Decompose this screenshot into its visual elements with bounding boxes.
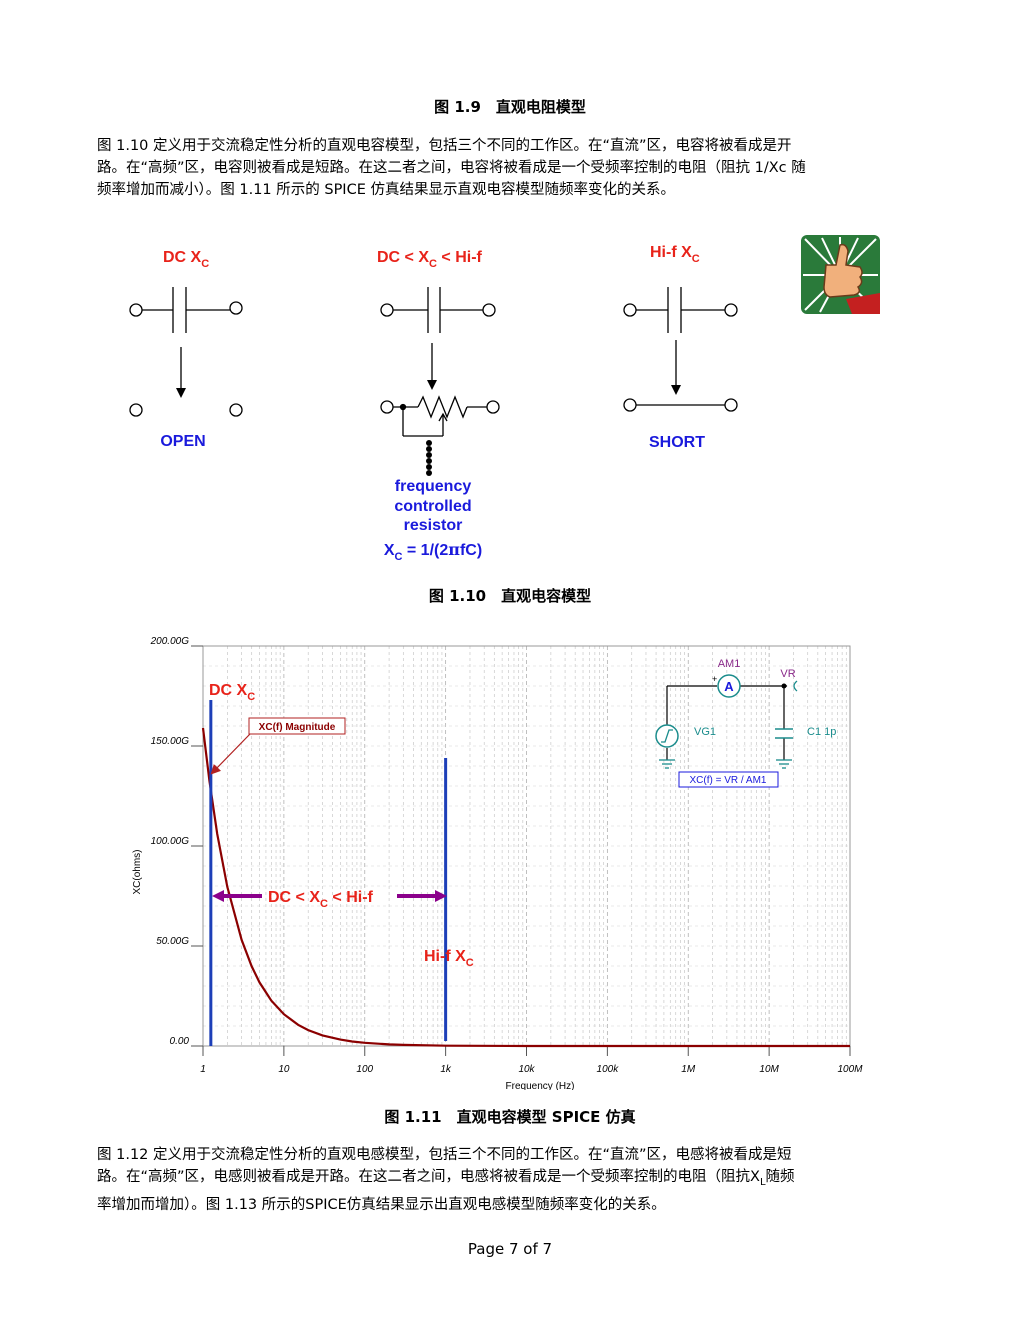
- page-number: Page 7 of 7: [467, 1240, 553, 1258]
- xc-formula: XC = 1/(2πfC): [384, 540, 482, 563]
- x-axis-ticks: 1 10 100 1k 10k 100k 1M 10M 100M: [200, 1046, 863, 1075]
- ground-symbol-right: [776, 759, 792, 769]
- figure-1-9-caption: 图 1.9 直观电阻模型: [434, 98, 586, 116]
- paragraph-capacitor-model: 图 1.10 定义用于交流稳定性分析的直观电容模型，包括三个不同的工作区。在“直…: [97, 135, 927, 201]
- dc-xc-label: DC XC: [163, 249, 209, 270]
- paragraph-line: 路。在“高频”区，电容则被看成是短路。在这二者之间，电容将被看成是一个受频率控制…: [97, 160, 806, 176]
- figure-1-11-caption: 图 1.11 直观电容模型 SPICE 仿真: [384, 1108, 636, 1126]
- paragraph-line: 图 1.10 定义用于交流稳定性分析的直观电容模型，包括三个不同的工作区。在“直…: [97, 138, 792, 154]
- ground-symbol-left: [659, 759, 675, 769]
- vr-label: VR: [780, 668, 795, 680]
- dc-capacitor-symbol: [129, 287, 243, 333]
- y-tick-label: 0.00: [170, 1036, 190, 1047]
- ammeter-symbol: [717, 674, 741, 698]
- y-tick-label: 200.00G: [150, 636, 190, 647]
- control-dots: [426, 440, 432, 476]
- thumbs-up-icon: [801, 235, 880, 314]
- chart-mid-region-label: DC < XC < Hi-f: [268, 889, 374, 910]
- x-tick-label: 100: [356, 1064, 373, 1075]
- chart-dc-xc-label: DC XC: [209, 682, 255, 703]
- paragraph-line: 路。在“高频”区，电感则被看成是开路。在这二者之间，电感将被看成是一个受频率控制…: [97, 1169, 795, 1188]
- x-tick-label: 10k: [518, 1064, 535, 1075]
- mid-region-label: DC < XC < Hi-f: [377, 249, 483, 270]
- fcr-line-3: resistor: [404, 517, 463, 534]
- x-axis-label: Frequency (Hz): [506, 1081, 575, 1090]
- paragraph-line: 率增加而增加）。图 1.13 所示的SPICE仿真结果显示出直观电感模型随频率变…: [97, 1196, 666, 1213]
- capacitor-model-figure: DC XC OPEN DC < XC < Hi-f frequenc: [129, 235, 880, 563]
- fcr-line-1: frequency: [395, 478, 472, 495]
- inset-schematic: AM1 VR A + VG1 C1 1p XC(f) = VR / AM: [655, 658, 836, 788]
- curve-label: XC(f) Magnitude: [259, 722, 336, 733]
- svg-text:+: +: [712, 674, 717, 684]
- ammeter-label: A: [724, 679, 734, 694]
- y-tick-label: 100.00G: [151, 836, 190, 847]
- c1-capacitor-symbol: [775, 728, 793, 739]
- chart-grid: [203, 646, 850, 1046]
- vr-probe-icon: [793, 680, 798, 692]
- x-tick-label: 1M: [681, 1064, 696, 1075]
- c1-label: C1 1p: [807, 726, 836, 738]
- y-axis-ticks: 200.00G 150.00G 100.00G 50.00G 0.00: [150, 636, 203, 1047]
- curve-label-pointer: [210, 733, 251, 775]
- series-line-xc-magnitude: [201, 727, 850, 1048]
- open-label: OPEN: [160, 433, 205, 450]
- paragraph-line: 频率增加而减小）。图 1.11 所示的 SPICE 仿真结果显示直观电容模型随频…: [97, 182, 675, 198]
- paragraph-line: 图 1.12 定义用于交流稳定性分析的直观电感模型，包括三个不同的工作区。在“直…: [97, 1147, 792, 1163]
- x-tick-label: 100k: [597, 1064, 620, 1075]
- am1-label: AM1: [718, 658, 741, 670]
- x-tick-label: 100M: [837, 1064, 863, 1075]
- x-tick-label: 10: [278, 1064, 290, 1075]
- vg1-label: VG1: [694, 726, 716, 738]
- inset-formula: XC(f) = VR / AM1: [690, 775, 767, 786]
- open-terminal-left: [129, 403, 143, 417]
- formula-box: [678, 771, 779, 788]
- y-tick-label: 150.00G: [151, 736, 190, 747]
- x-tick-label: 1: [200, 1064, 206, 1075]
- fcr-line-2: controlled: [394, 498, 471, 515]
- x-tick-label: 1k: [440, 1064, 452, 1075]
- variable-resistor-symbol: [380, 395, 500, 437]
- chart-hf-xc-label: Hi-f XC: [424, 948, 474, 969]
- spice-simulation-chart: 200.00G 150.00G 100.00G 50.00G 0.00 1 10 100 1k…: [132, 636, 863, 1090]
- x-tick-label: 10M: [759, 1064, 779, 1075]
- y-axis-label: XC(ohms): [132, 849, 143, 894]
- hf-xc-label: Hi-f XC: [650, 244, 700, 265]
- hf-capacitor-symbol: [623, 287, 738, 333]
- y-tick-label: 50.00G: [156, 936, 189, 947]
- paragraph-inductor-model: 图 1.12 定义用于交流稳定性分析的直观电感模型，包括三个不同的工作区。在“直…: [97, 1144, 927, 1216]
- short-symbol: [623, 398, 738, 412]
- short-label: SHORT: [649, 434, 705, 451]
- figure-1-10-caption: 图 1.10 直观电容模型: [428, 587, 592, 605]
- open-terminal-right: [229, 403, 243, 417]
- curve-label-box: [248, 717, 346, 735]
- mid-capacitor-symbol: [380, 287, 496, 333]
